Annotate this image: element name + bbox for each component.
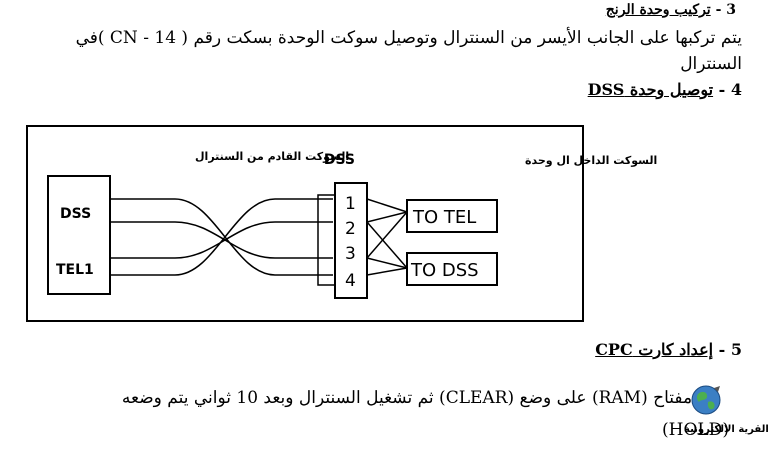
wire-pin2-dss — [366, 221, 408, 269]
section5-line2: (HOLD) — [662, 420, 729, 440]
wire-tel1-a — [110, 221, 333, 259]
left-socket-label: السوكت القادم من السنترال — [195, 150, 349, 163]
wire-pin4-dss — [366, 267, 408, 276]
right-socket-dss-label: DSS — [324, 152, 355, 168]
section3-title: تركيب وحدة الرنج — [605, 2, 711, 18]
to-dss-label: TO DSS — [410, 260, 479, 281]
connector-box — [334, 182, 368, 299]
section4-title: توصيل وحدة DSS — [587, 80, 714, 99]
wire-pin1-tel — [366, 198, 408, 213]
port-tel1-label: TEL1 — [56, 262, 94, 278]
section4-heading: 4 - توصيل وحدة DSS — [587, 80, 742, 99]
section3-bullet: - — [715, 2, 722, 18]
wire-dss-b — [110, 221, 333, 259]
section3-heading: 3 - تركيب وحدة الرنج — [606, 2, 736, 18]
diagram-frame — [26, 125, 584, 322]
section5-number: 5 — [730, 340, 742, 359]
to-tel-label: TO TEL — [412, 207, 476, 228]
section5-title: إعداد كارت CPC — [595, 340, 714, 359]
right-socket-label: السوكت الداخل ال وحدة — [525, 154, 657, 167]
section5-line1: ضع مفتاح (RAM) على وضع (CLEAR) ثم تشغيل … — [121, 388, 721, 408]
pin-4: 4 — [345, 271, 356, 291]
pin-1: 1 — [345, 194, 356, 214]
section3-line1: يتم تركبها على الجانب الأيسر من السنترال… — [75, 28, 742, 48]
pin-2: 2 — [345, 219, 356, 239]
to-dss-box — [406, 252, 498, 286]
wire-tel1-b — [110, 198, 333, 276]
wire-pin3-tel — [366, 211, 408, 259]
wire-pin3-dss — [366, 257, 408, 269]
section5-heading: 5 - إعداد كارت CPC — [595, 340, 742, 359]
left-socket-box — [47, 175, 111, 295]
port-dss-label: DSS — [60, 206, 91, 222]
section3-line2: السنترال — [680, 54, 742, 74]
wire-pin2-tel — [366, 211, 408, 223]
section3-number: 3 — [726, 2, 736, 18]
wire-dss-a — [110, 198, 333, 276]
pin-3: 3 — [345, 244, 356, 264]
globe-logo-icon — [691, 385, 721, 415]
connector-bracket — [317, 194, 335, 286]
to-tel-box — [406, 199, 498, 233]
section4-number: 4 — [730, 80, 742, 99]
watermark: القرية الالكترونية — [684, 424, 769, 435]
